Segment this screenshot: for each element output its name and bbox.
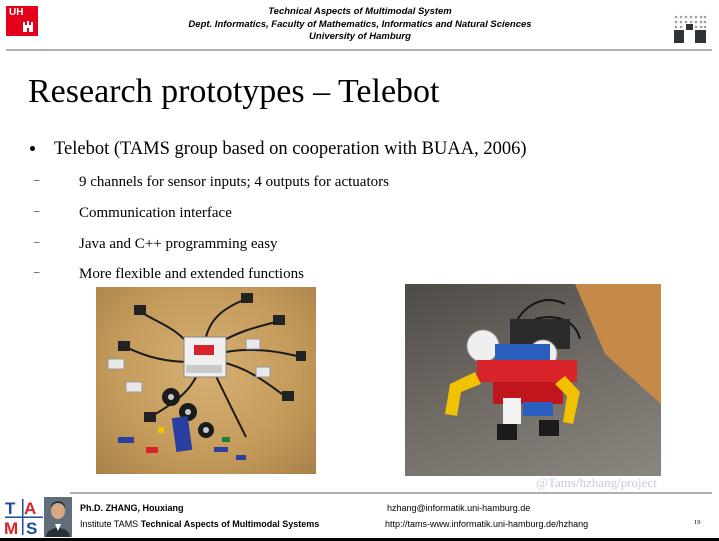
sub-bullet-text: Java and C++ programming easy — [79, 236, 278, 252]
university-logo: UH — [6, 6, 38, 36]
castle-icon — [23, 21, 33, 32]
page-number: 19 — [694, 519, 701, 526]
footer-institute: Institute TAMS Technical Aspects of Mult… — [80, 519, 319, 529]
header-line-2: Dept. Informatics, Faculty of Mathematic… — [188, 18, 532, 30]
bullet-dot-icon — [30, 146, 35, 151]
footer-institute-prefix: Institute TAMS — [80, 519, 141, 529]
header-line-1: Technical Aspects of Multimodal System — [268, 6, 452, 17]
header-line-3: University of Hamburg — [309, 31, 411, 42]
footer-author-name: Ph.D. ZHANG, Houxiang — [80, 503, 184, 513]
footer-institute-name: Technical Aspects of Multimodal Systems — [140, 519, 320, 529]
footer-url: http://tams-www.informatik.uni-hamburg.d… — [385, 519, 589, 529]
photo-watermark: @Tams/hzhang/project — [536, 475, 657, 490]
svg-text:S: S — [26, 519, 37, 537]
dash-icon: – — [34, 174, 40, 186]
informatics-logo — [674, 15, 707, 43]
main-bullet-text: Telebot (TAMS group based on cooperation… — [54, 139, 527, 159]
telebot-robot-photo — [405, 284, 661, 476]
header-divider — [6, 49, 712, 51]
tams-logo-text: T — [5, 499, 16, 518]
telebot-parts-photo — [96, 287, 316, 474]
telebot-robot-illustration — [445, 284, 661, 440]
sub-bullet-text: Communication interface — [79, 205, 232, 221]
author-avatar — [44, 497, 72, 537]
sub-bullet-text: 9 channels for sensor inputs; 4 outputs … — [79, 174, 389, 190]
svg-text:A: A — [24, 499, 36, 518]
telebot-parts-illustration — [107, 293, 306, 460]
slide-header: Technical Aspects of Multimodal System D… — [60, 6, 660, 44]
svg-text:M: M — [4, 519, 18, 537]
sub-bullet-text: More flexible and extended functions — [79, 266, 304, 282]
footer-divider — [70, 492, 712, 494]
dash-icon: – — [34, 266, 40, 278]
footer-bottom-bar — [0, 538, 719, 541]
tams-logo: T A M S — [4, 499, 43, 537]
slide-title: Research prototypes – Telebot — [28, 73, 440, 110]
footer-email: hzhang@informatik.uni-hamburg.de — [387, 503, 531, 513]
dash-icon: – — [34, 205, 40, 217]
university-logo-text: UH — [9, 7, 24, 18]
dash-icon: – — [34, 236, 40, 248]
